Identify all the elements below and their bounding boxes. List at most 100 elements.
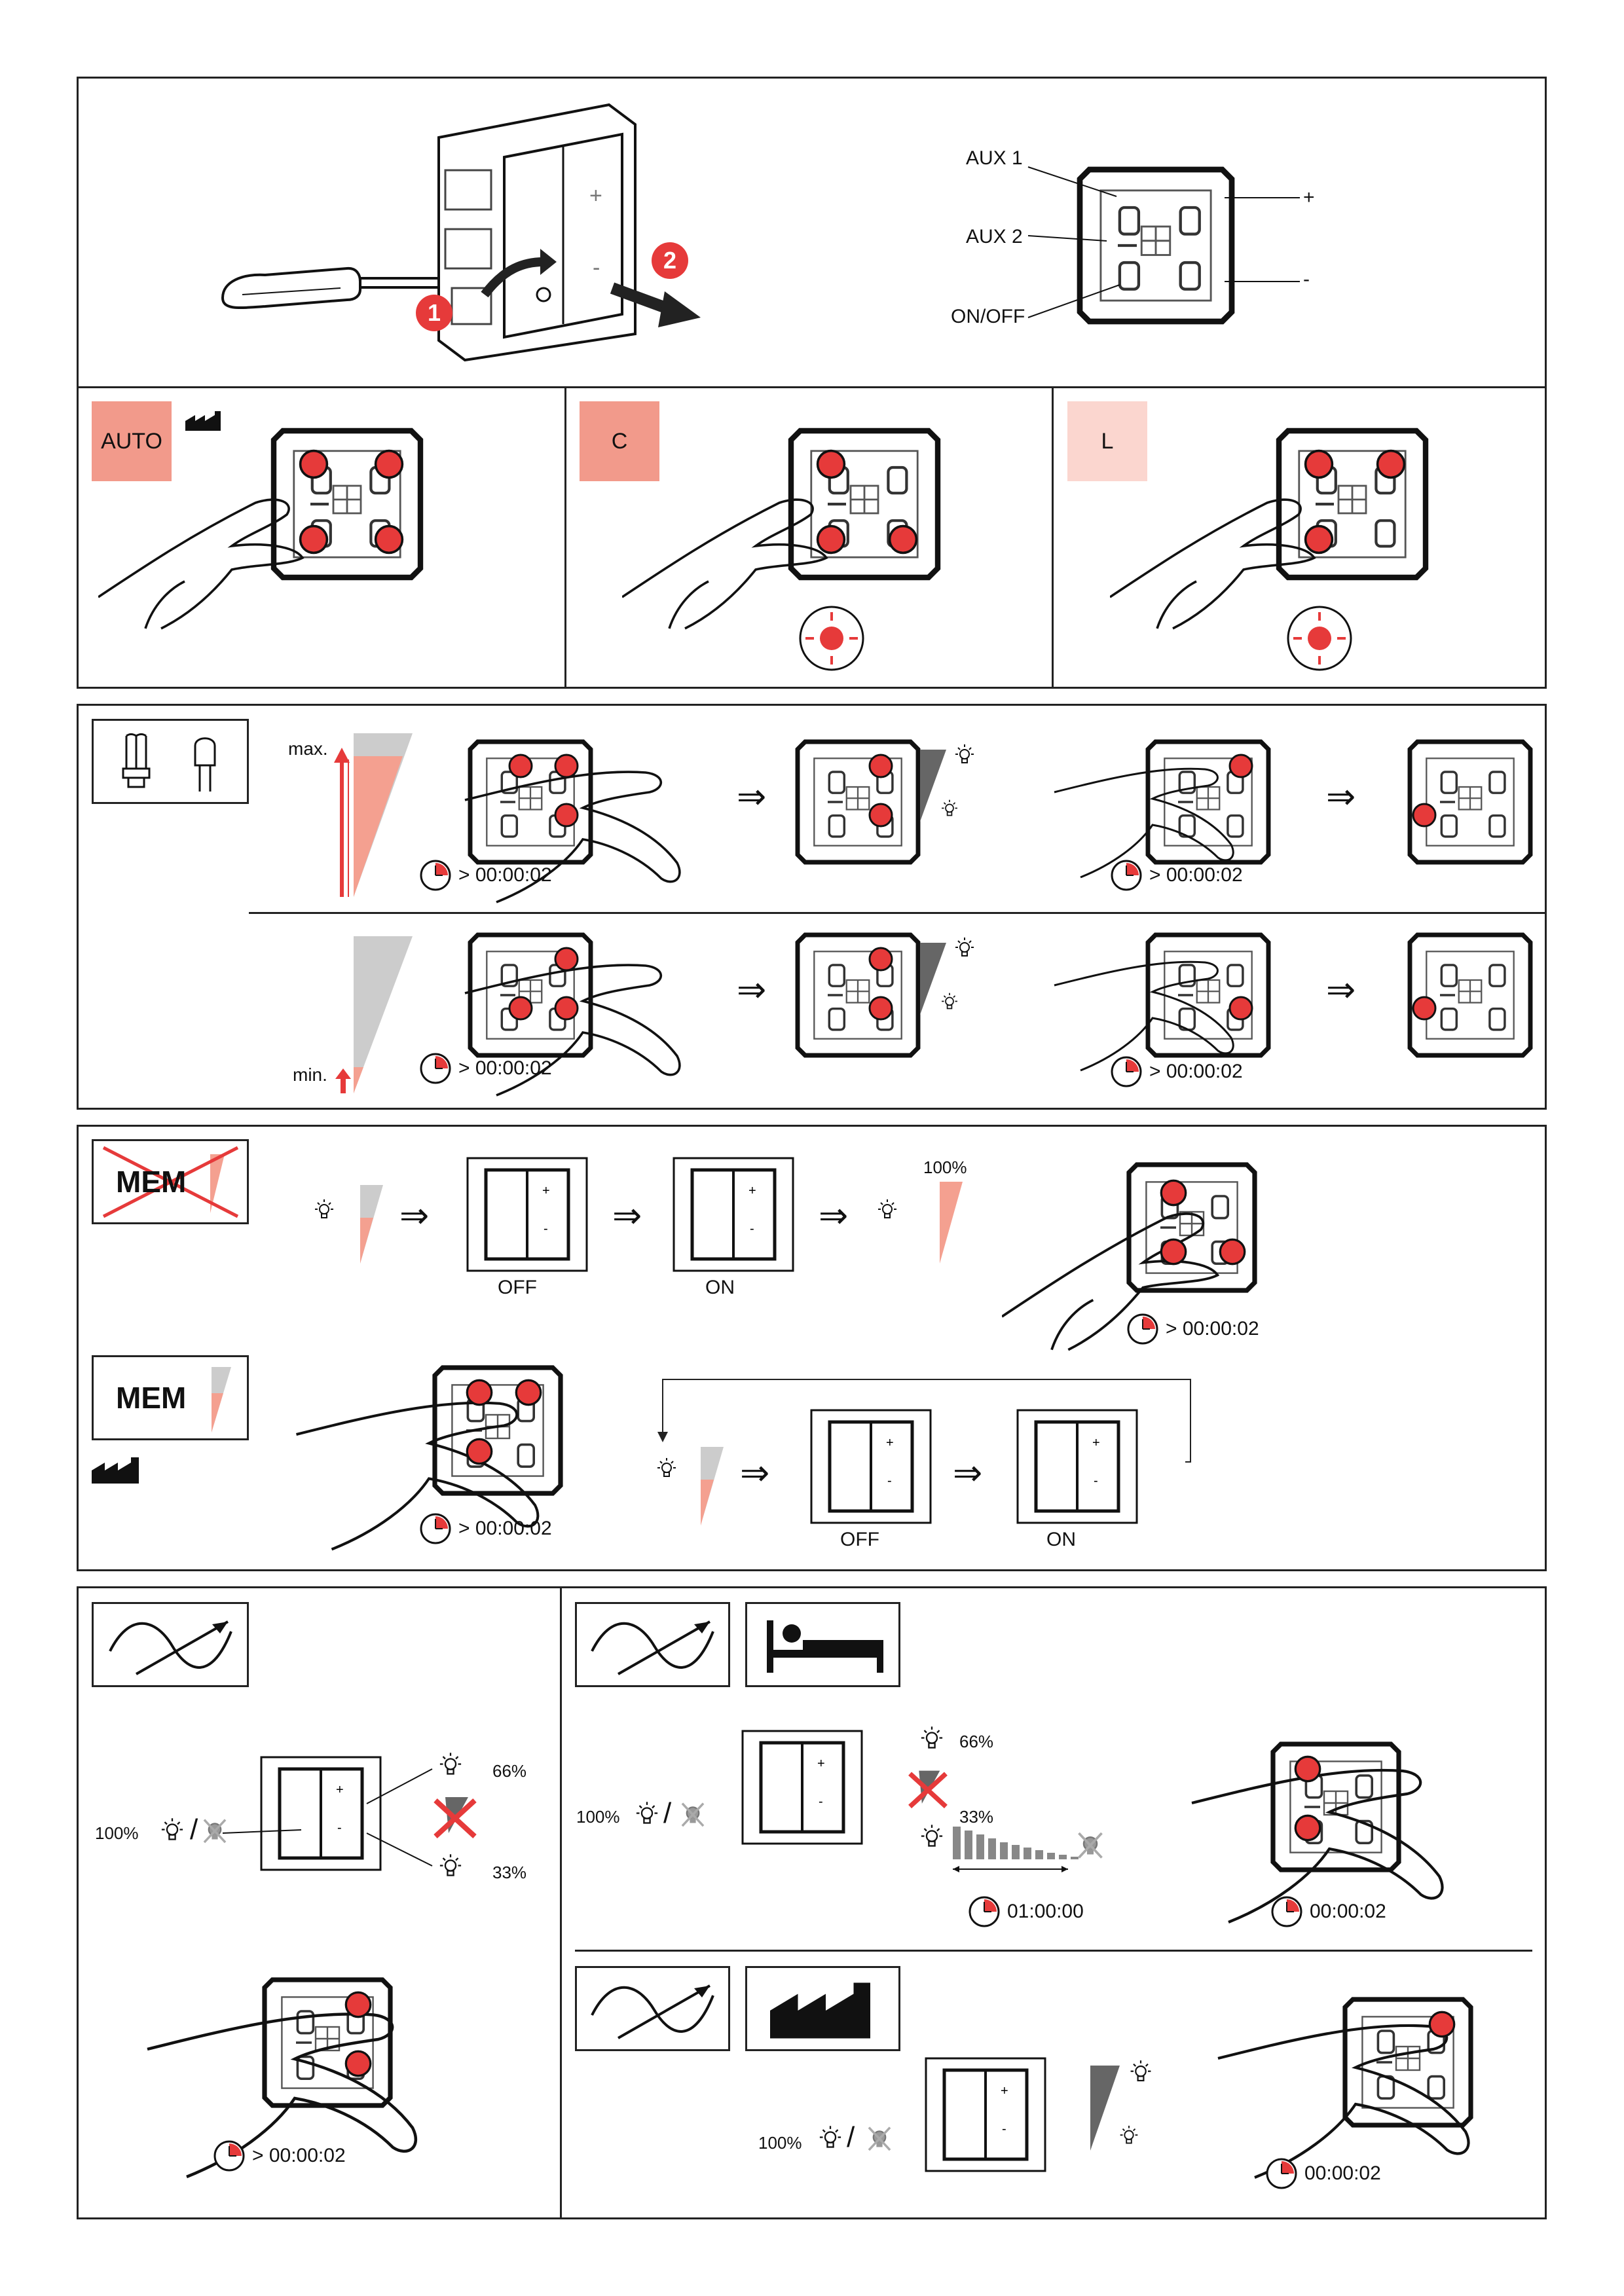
push-dot <box>507 995 534 1021</box>
bed-box <box>745 1602 900 1687</box>
percent-full-left: 100% <box>95 1823 139 1843</box>
bulb-icon <box>632 1800 662 1831</box>
percent-full-factory: 100% <box>758 2133 802 2153</box>
arrow: ⇒ <box>737 777 767 816</box>
arrow: ⇒ <box>399 1196 430 1235</box>
factory-box <box>745 1966 900 2051</box>
timer-left: > 00:00:02 <box>213 2140 346 2172</box>
bulb-off-icon <box>1074 1830 1107 1863</box>
push-dot <box>298 524 329 555</box>
clock-icon <box>213 2140 246 2172</box>
bulb-off-icon <box>678 1800 708 1831</box>
mode-c-tag: C <box>580 401 659 481</box>
vertical-divider <box>560 1586 562 2219</box>
level-gauge <box>701 1447 724 1525</box>
terminal-minus-label: - <box>1303 268 1310 290</box>
push-dot <box>1293 1755 1322 1783</box>
push-dot <box>1218 1237 1247 1266</box>
arrow: ⇒ <box>612 1196 642 1235</box>
push-dot <box>465 1378 494 1407</box>
push-dot <box>1303 524 1335 555</box>
terminal-onoff-label: ON/OFF <box>951 306 1025 327</box>
step-badge-2: 2 <box>652 242 688 279</box>
push-dot <box>465 1437 494 1466</box>
loop-line <box>657 1379 1191 1463</box>
no-memory-box: MEM <box>92 1139 249 1224</box>
switch-plate <box>740 1728 864 1846</box>
led-indicator-icon <box>1287 606 1352 671</box>
percent-33-left: 33% <box>492 1863 527 1882</box>
timer-panel <box>77 1586 1547 2219</box>
push-dot <box>553 946 580 972</box>
bulb-icon <box>435 1853 466 1883</box>
arrow: ⇒ <box>1326 970 1356 1010</box>
timer-max-2: > 00:00:02 <box>1110 859 1243 892</box>
push-dot <box>868 802 894 828</box>
horizontal-divider <box>77 386 1547 388</box>
timer-min: > 00:00:02 <box>419 1052 552 1085</box>
push-dot <box>868 753 894 779</box>
push-dot <box>1159 1237 1188 1266</box>
switch-plate-on <box>671 1156 796 1273</box>
dimmer-min-blink <box>783 920 933 1070</box>
timer-min-2: > 00:00:02 <box>1110 1055 1243 1088</box>
percent-66-sleep: 66% <box>959 1732 994 1751</box>
clock-icon <box>1126 1313 1159 1345</box>
slash: / <box>847 2121 855 2153</box>
led-bulb-icon <box>194 737 216 792</box>
max-level-gauge <box>334 733 413 897</box>
switch-plate-off-2 <box>809 1408 933 1525</box>
clock-icon <box>1110 1055 1143 1088</box>
mode-auto-tag: AUTO <box>92 401 172 481</box>
push-dot <box>507 753 534 779</box>
switch-plate-on-2 <box>1015 1408 1139 1525</box>
no-ramp-icon <box>908 1770 948 1809</box>
push-dot <box>553 753 580 779</box>
bulb-icon <box>311 1198 337 1224</box>
bulb-off-icon <box>864 2124 895 2155</box>
clock-icon <box>419 1052 452 1085</box>
clock-icon <box>1110 859 1143 892</box>
push-dot <box>815 524 847 555</box>
leaders <box>222 1768 433 1867</box>
push-dot <box>298 448 329 480</box>
horizontal-divider <box>249 912 1547 914</box>
bed-icon <box>767 1620 883 1673</box>
memory-box: MEM <box>92 1355 249 1440</box>
step-badge-1: 1 <box>416 295 452 331</box>
ramp-down-icon <box>920 937 974 1015</box>
push-dot <box>373 524 405 555</box>
push-dot <box>1228 753 1254 779</box>
off-label: OFF <box>498 1277 537 1298</box>
timer-mem-top: > 00:00:02 <box>1126 1313 1259 1345</box>
clock-icon <box>1265 2157 1298 2190</box>
led-indicator-icon <box>799 606 864 671</box>
switch-plate <box>923 2056 1048 2174</box>
push-dot <box>1159 1178 1188 1207</box>
clock-icon <box>968 1895 1001 1928</box>
cfl-bulb-icon <box>122 733 151 788</box>
timer-sleep: 00:00:02 <box>1270 1895 1386 1928</box>
bulb-icon <box>157 1817 187 1847</box>
plate-plus: + <box>589 183 602 208</box>
push-dot <box>1428 2010 1456 2039</box>
percent-100: 100% <box>923 1157 967 1177</box>
factory-icon <box>770 1981 881 2040</box>
push-dot <box>344 1990 373 2019</box>
push-dot <box>868 995 894 1021</box>
timer-factory: 00:00:02 <box>1265 2157 1381 2190</box>
push-dot <box>1411 995 1437 1021</box>
horizontal-divider <box>575 1950 1532 1952</box>
curve-box <box>92 1602 249 1687</box>
push-dot <box>1411 802 1437 828</box>
curve-arrow-icon <box>579 1605 729 1687</box>
clock-icon <box>419 1512 452 1545</box>
installation-panel <box>77 77 1547 689</box>
vertical-divider <box>1052 386 1054 689</box>
level-gauge <box>212 1367 231 1432</box>
terminal-aux2-label: AUX 2 <box>966 226 1023 247</box>
bulb-icon <box>654 1457 680 1483</box>
curve-box-factory <box>575 1966 730 2051</box>
terminal-leaders <box>1027 166 1300 318</box>
vertical-divider <box>564 386 566 689</box>
